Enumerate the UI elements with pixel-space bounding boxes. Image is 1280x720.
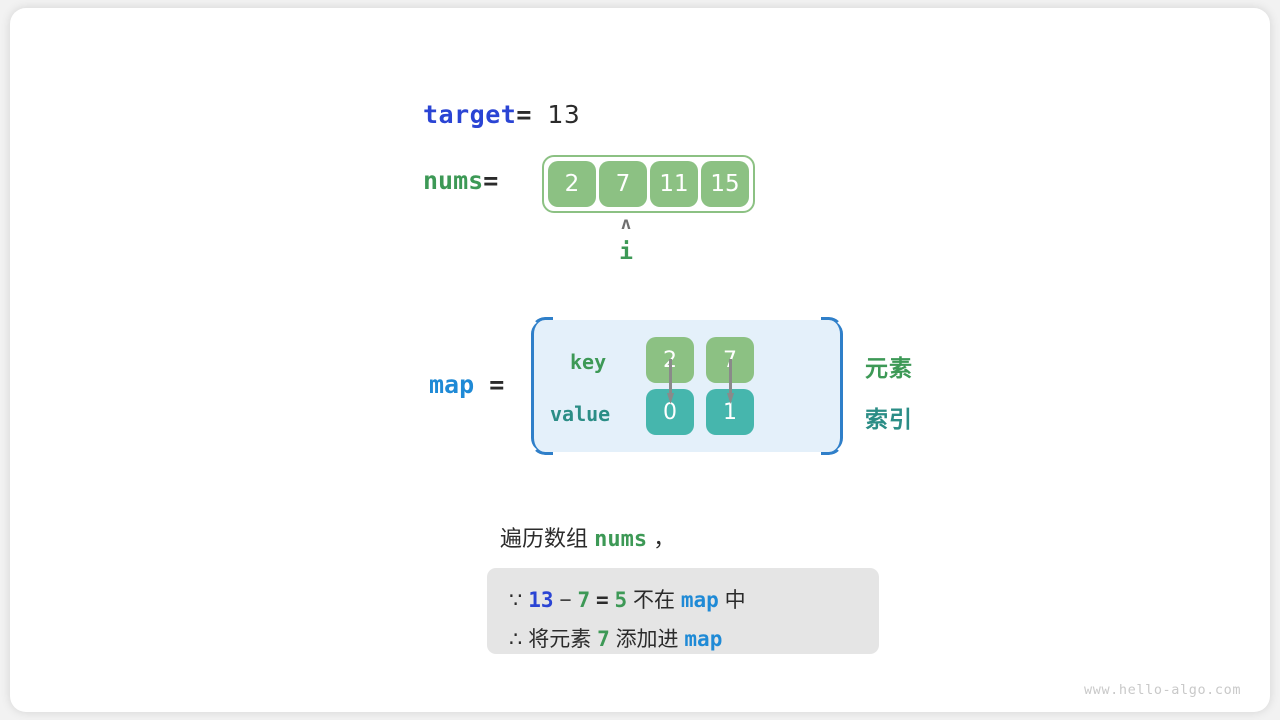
reason-line-1: ∵ 13 − 7 = 5 不在 map 中	[509, 581, 857, 620]
reason-box: ∵ 13 − 7 = 5 不在 map 中 ∴ 将元素 7 添加进 map	[487, 568, 879, 654]
caption-text: 遍历数组 nums ，	[500, 521, 675, 553]
caption-prefix: 遍历数组	[500, 526, 589, 551]
map-equals-sign: =	[489, 370, 505, 399]
reason-minus-operator: −	[559, 589, 572, 612]
target-variable-label: target	[423, 100, 517, 129]
reason-complement-value: 5	[614, 588, 628, 612]
reason-current-element: 7	[577, 588, 591, 612]
caption-keyword: nums	[594, 527, 648, 552]
reason-line-2: ∴ 将元素 7 添加进 map	[509, 620, 857, 659]
watermark: www.hello-algo.com	[1084, 682, 1242, 698]
index-pointer-label: i	[619, 239, 633, 265]
nums-assignment-label: nums=	[423, 166, 498, 195]
map-value-row-label: value	[550, 402, 611, 426]
map-value-cell: 0	[646, 389, 694, 435]
reason-map-keyword: map	[680, 588, 719, 612]
nums-array-container: 2 7 11 15	[542, 155, 755, 213]
nums-cell: 11	[650, 161, 698, 207]
nums-cell: 15	[701, 161, 749, 207]
nums-cell: 2	[548, 161, 596, 207]
map-entry-column: 2 0	[646, 337, 694, 435]
reason-action-prefix: 将元素	[528, 628, 592, 651]
reason-map-keyword: map	[684, 627, 723, 651]
nums-variable-label: nums	[423, 166, 484, 195]
map-entry-column: 7 1	[706, 337, 754, 435]
map-key-row-label: key	[570, 350, 607, 374]
target-value: 13	[547, 100, 581, 129]
reason-in-suffix: 中	[724, 589, 746, 612]
therefore-symbol-icon: ∴	[509, 627, 523, 651]
target-assignment-row: target= 13	[423, 100, 580, 129]
map-variable-label: map	[429, 370, 475, 399]
nums-cell: 7	[599, 161, 647, 207]
map-key-cell: 7	[706, 337, 754, 383]
reason-added-element: 7	[597, 627, 610, 651]
map-note-index: 索引	[865, 406, 913, 432]
because-symbol-icon: ∵	[509, 588, 523, 612]
map-value-cell: 1	[706, 389, 754, 435]
map-note-element: 元素	[865, 355, 913, 381]
map-container: key value 2 0 7 1	[531, 320, 843, 452]
reason-not-in-text: 不在	[632, 589, 675, 612]
index-caret-icon: ʌ	[620, 214, 632, 234]
reason-target-value: 13	[528, 588, 554, 612]
target-equals-sign: =	[516, 100, 532, 129]
reason-action-mid: 添加进	[615, 628, 679, 651]
caption-suffix: ，	[653, 526, 676, 551]
nums-equals-sign: =	[483, 166, 499, 195]
map-key-cell: 2	[646, 337, 694, 383]
map-assignment-label: map =	[429, 370, 504, 399]
diagram-card: target= 13 nums= 2 7 11 15 ʌ i map = key…	[10, 8, 1270, 712]
reason-equals-operator: =	[595, 588, 609, 612]
